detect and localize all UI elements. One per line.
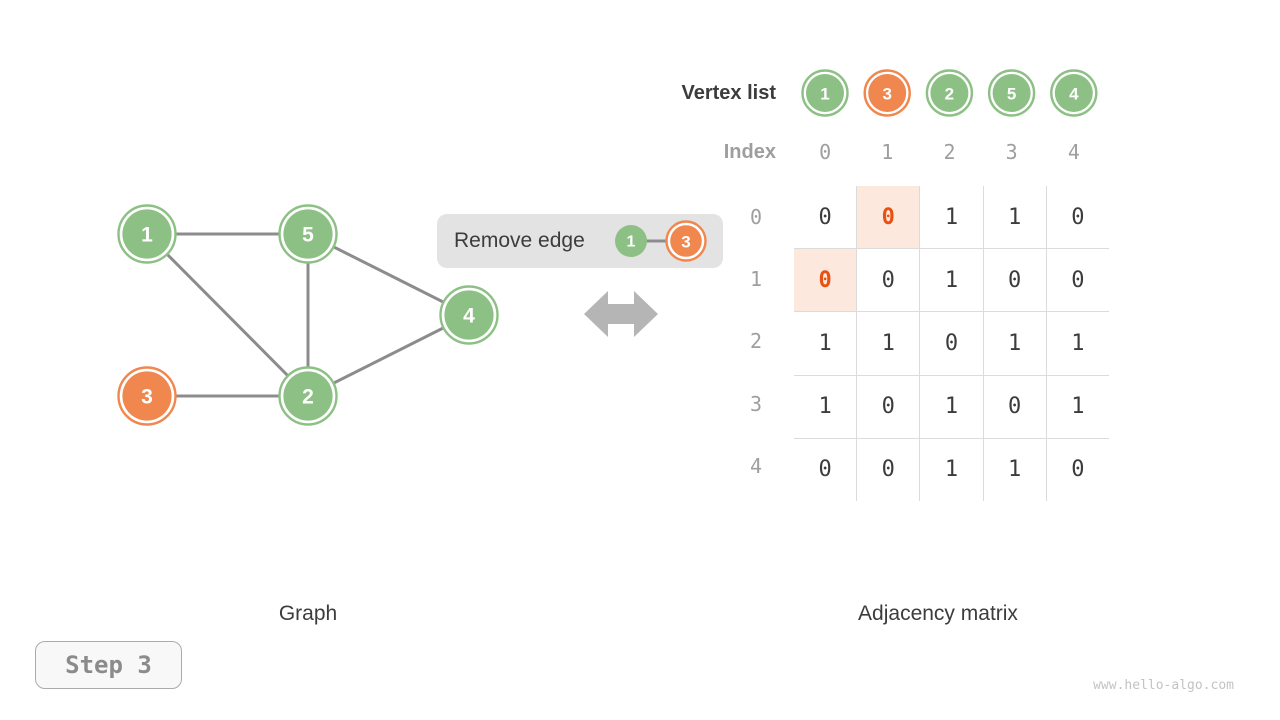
graph-edge-2-4 <box>307 313 470 398</box>
matrix-row-headers: 0 1 2 3 4 <box>725 186 787 497</box>
vertex-circle-1: 1 <box>801 69 849 117</box>
row-header-1: 1 <box>749 267 763 292</box>
index-value-0: 0 <box>819 140 832 164</box>
index-value-4: 4 <box>1067 140 1080 164</box>
vertex-list: 1 3 2 5 4 <box>801 69 1098 117</box>
svg-text:5: 5 <box>1007 85 1016 104</box>
matrix-cell-2-2: 0 <box>919 311 984 376</box>
vertex-circle-2: 2 <box>925 69 974 117</box>
matrix-cell-0-3: 1 <box>982 185 1047 250</box>
graph-panel: 1 5 4 3 2 <box>117 204 499 426</box>
svg-text:3: 3 <box>681 233 690 252</box>
index-label: Index <box>723 141 776 163</box>
svg-text:1: 1 <box>820 85 829 104</box>
matrix-cell-1-4: 0 <box>1045 248 1110 313</box>
svg-text:2: 2 <box>945 85 954 104</box>
svg-text:4: 4 <box>463 305 475 328</box>
matrix-cell-0-0: 0 <box>793 185 858 250</box>
matrix-cell-2-0: 1 <box>793 311 858 376</box>
vertex-circle-3: 3 <box>863 69 911 117</box>
matrix-cell-1-2: 1 <box>919 248 984 313</box>
vertex-list-label: Vertex list <box>681 82 776 104</box>
graph-edge-1-2 <box>145 232 310 398</box>
matrix-cell-2-4: 1 <box>1045 311 1110 376</box>
double-arrow-shape <box>584 291 658 337</box>
svg-text:1: 1 <box>141 224 153 247</box>
svg-text:1: 1 <box>627 234 636 251</box>
matrix-cell-3-0: 1 <box>793 374 858 439</box>
operation-node-3: 3 <box>665 220 707 262</box>
index-value-1: 1 <box>881 140 894 164</box>
index-value-2: 2 <box>943 140 956 164</box>
operation-node-1: 1 <box>615 225 647 257</box>
row-header-4: 4 <box>749 453 763 478</box>
graph-edge-5-4 <box>307 232 470 317</box>
matrix-cell-4-2: 1 <box>919 437 984 502</box>
matrix-cell-3-1: 0 <box>856 374 921 439</box>
row-header-0: 0 <box>749 205 763 229</box>
graph-node-2: 2 <box>278 366 338 426</box>
matrix-cell-1-3: 0 <box>982 248 1047 313</box>
double-arrow-icon <box>584 291 658 337</box>
watermark: www.hello-algo.com <box>1093 678 1234 693</box>
matrix-cell-4-3: 1 <box>982 437 1047 502</box>
graph-node-5: 5 <box>278 204 338 264</box>
vertex-circle-5: 5 <box>987 69 1036 117</box>
matrix-cell-2-1: 1 <box>856 311 921 376</box>
graph-node-1: 1 <box>117 204 177 264</box>
svg-text:3: 3 <box>141 386 153 409</box>
graph-caption: Graph <box>278 602 338 625</box>
matrix-caption: Adjacency matrix <box>858 602 1018 625</box>
matrix-cell-3-3: 0 <box>982 374 1047 439</box>
index-value-3: 3 <box>1005 140 1018 164</box>
matrix-cell-1-0: 0 <box>793 248 858 313</box>
row-header-3: 3 <box>749 391 763 416</box>
matrix-cell-0-1: 0 <box>856 185 921 250</box>
matrix-cell-4-0: 0 <box>793 437 858 502</box>
step-badge: Step 3 <box>35 641 182 689</box>
index-row: 0 1 2 3 4 <box>794 139 1106 165</box>
matrix-cell-2-3: 1 <box>982 311 1047 376</box>
graph-node-4: 4 <box>439 285 499 345</box>
matrix-cell-1-1: 0 <box>856 248 921 313</box>
svg-text:5: 5 <box>302 224 314 247</box>
svg-text:2: 2 <box>302 386 314 409</box>
svg-text:3: 3 <box>882 85 891 104</box>
matrix-cell-3-2: 1 <box>919 374 984 439</box>
vertex-circle-4: 4 <box>1050 69 1098 117</box>
operation-label: Remove edge <box>454 229 585 252</box>
matrix-cell-0-4: 0 <box>1045 185 1110 250</box>
matrix-cell-4-1: 0 <box>856 437 921 502</box>
matrix-cell-4-4: 0 <box>1045 437 1110 502</box>
matrix-cell-0-2: 1 <box>919 185 984 250</box>
graph-node-3: 3 <box>117 366 177 426</box>
row-header-2: 2 <box>749 329 763 354</box>
matrix-cell-3-4: 1 <box>1045 374 1110 439</box>
svg-text:4: 4 <box>1069 85 1079 104</box>
